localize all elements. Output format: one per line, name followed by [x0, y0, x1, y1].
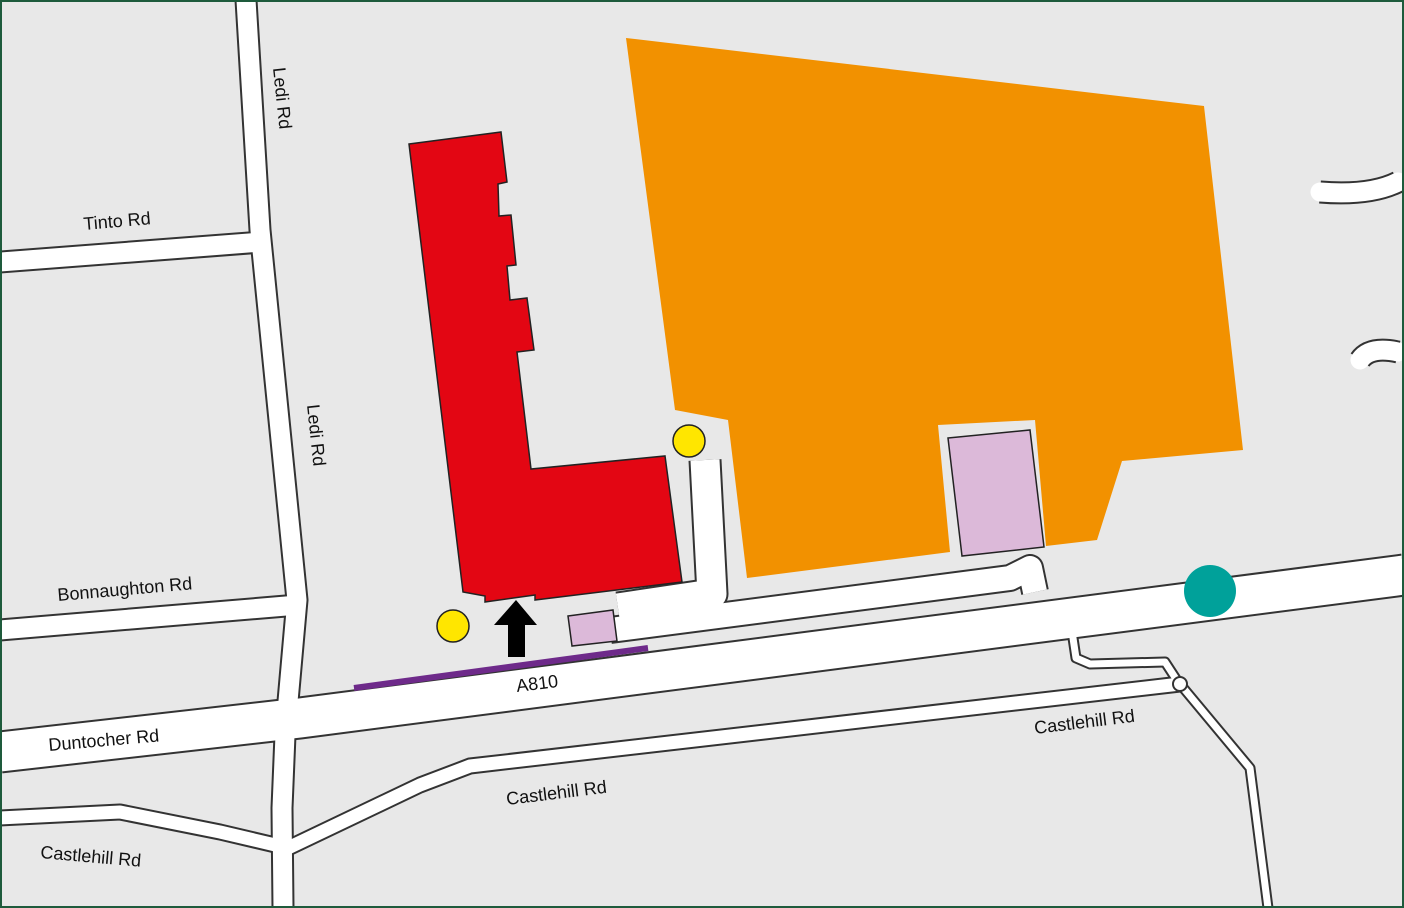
- circle-marker-icon: [436, 609, 470, 643]
- pink-building-east: [947, 429, 1045, 557]
- entrance-arrow-icon: [494, 600, 537, 657]
- route-line: [353, 645, 649, 691]
- pink-building-west: [567, 609, 618, 647]
- circle-marker-icon: [672, 424, 706, 458]
- main-building: [408, 131, 683, 603]
- teal-marker-icon: [1184, 565, 1236, 617]
- large-site-area: [626, 38, 1243, 578]
